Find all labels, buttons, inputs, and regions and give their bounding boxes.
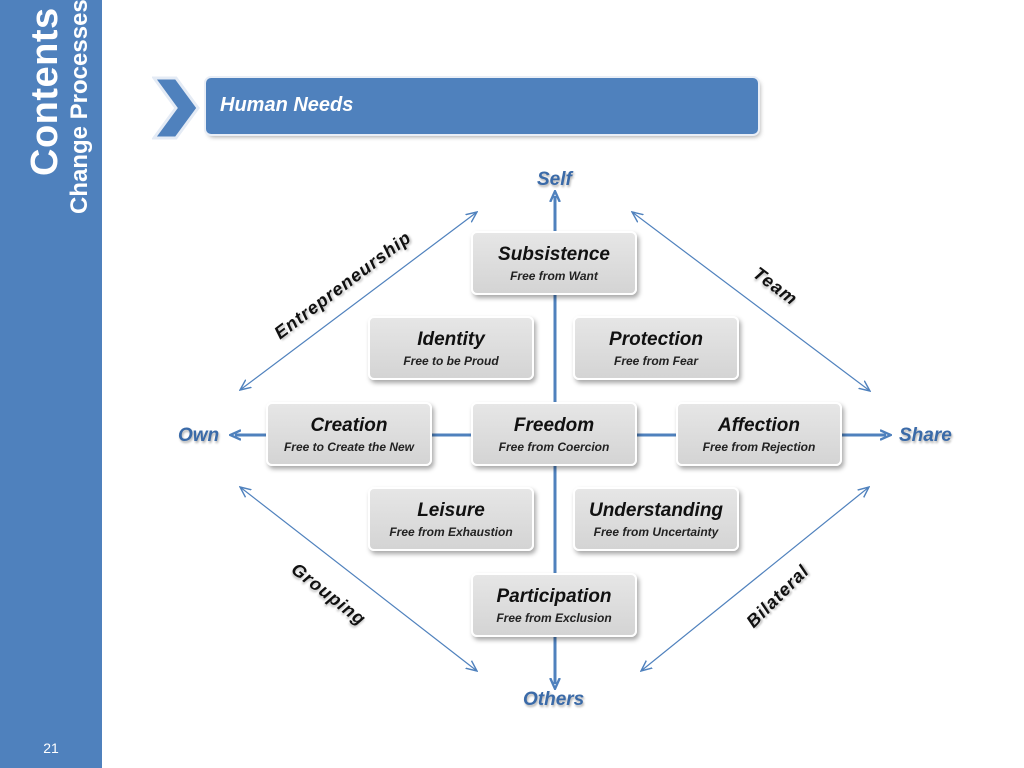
need-title: Participation [496,586,612,607]
need-box-leisure: Leisure Free from Exhaustion [368,487,534,551]
axis-label-share: Share [899,425,952,446]
axis-label-others: Others [523,689,585,710]
need-title: Leisure [417,500,485,521]
diagonal-arrow-bottom-right [641,487,869,671]
need-title: Identity [417,329,485,350]
diagonal-arrow-bottom-left [240,487,477,671]
need-freedom: Free from Uncertainty [593,525,719,539]
page-number: 21 [43,740,59,756]
diagonal-arrow-top-left [240,212,477,390]
need-box-creation: Creation Free to Create the New [266,402,432,466]
need-freedom: Free from Coercion [498,440,610,454]
need-title: Subsistence [498,244,610,265]
axis-label-own: Own [178,425,220,446]
need-box-subsistence: Subsistence Free from Want [471,231,637,295]
diagonal-arrow-top-right [632,212,870,391]
need-title: Protection [609,329,703,350]
need-freedom: Free from Rejection [702,440,816,454]
need-title: Freedom [513,415,595,436]
need-title: Understanding [588,500,724,521]
need-box-participation: Participation Free from Exclusion [471,573,637,637]
need-freedom: Free to Create the New [283,440,415,454]
chevron-right-icon [152,76,200,140]
need-freedom: Free to be Proud [403,354,499,368]
need-freedom: Free from Want [510,269,598,283]
need-freedom: Free from Fear [613,354,699,368]
page-title: Human Needs [220,94,354,116]
axis-label-self: Self [537,169,572,190]
need-box-protection: Protection Free from Fear [573,316,739,380]
need-freedom: Free from Exclusion [496,611,612,625]
need-box-understanding: Understanding Free from Uncertainty [573,487,739,551]
header-bar: Human Needs [206,78,758,134]
sidebar: Contents Change Processes 21 [0,0,102,768]
need-box-identity: Identity Free to be Proud [368,316,534,380]
need-title: Creation [310,415,388,436]
need-title: Affection [718,415,800,436]
need-box-freedom: Freedom Free from Coercion [471,402,637,466]
need-freedom: Free from Exhaustion [389,525,513,539]
need-box-affection: Affection Free from Rejection [676,402,842,466]
